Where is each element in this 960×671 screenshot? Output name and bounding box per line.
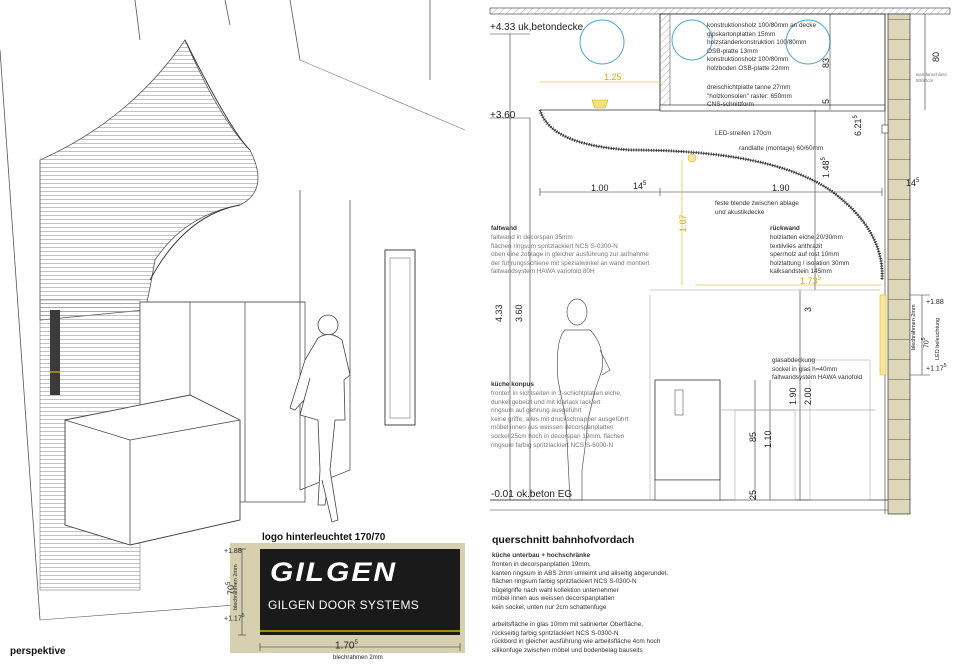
dim-190: 1.90 [772, 183, 790, 193]
notes-bottom-text: fronten in decorspanplatten 19mm, kanten… [492, 561, 669, 654]
frame-vertical-note: blechrahmen 2mm [911, 304, 917, 350]
faltwand-text: faltwand in decorspan 35mm flächen rings… [491, 234, 650, 276]
dim-190v: 1.90 [788, 387, 798, 405]
wall-opening-note: wandanschluss 80/80cm [916, 72, 947, 83]
kitchen-block [654, 379, 721, 481]
section-person [556, 298, 611, 501]
logo-detail-drawing [230, 543, 465, 653]
rueckwand-title: rückwand [770, 225, 800, 232]
perspective-caption: perspektive [10, 646, 66, 657]
dim-5: 5 [821, 98, 831, 104]
glass-notes: glasabdeckung sockel in glas h=40mm falt… [772, 357, 863, 382]
section-title: querschnitt bahnhofvordach [492, 534, 635, 546]
logo-dim-width: 1.705 [335, 640, 358, 652]
blende-note: feste blende zwischen ablage und akustik… [715, 200, 799, 216]
kueche-title: küche konpus [491, 381, 534, 388]
dim-173: 1.735 [800, 276, 821, 286]
dim-621: 6.215 [853, 115, 863, 136]
faltwand-title: faltwand [491, 225, 517, 232]
dim-125: 1.25 [604, 72, 622, 82]
section-drawing [489, 7, 951, 515]
curved-ceiling [39, 39, 259, 321]
ceiling-notes: konstruktionsholz 100/80mm an decke gips… [707, 22, 817, 72]
dim-148: 1.485 [821, 157, 831, 178]
dim-83: 83 [821, 57, 831, 68]
logo-dim-top: +1.88 [224, 548, 242, 555]
randlatte-note: randlatte (montage) 60/60mm [739, 145, 824, 152]
logo-dim-height-note: blechrahmen 2mm [233, 564, 239, 610]
dim-25: 25 [748, 489, 758, 500]
level-bottom: -0.01 ok.beton EG [491, 489, 573, 500]
dim-200: 2.00 [803, 387, 813, 405]
logo-title: logo hinterleuchtet 170/70 [262, 532, 386, 543]
perspective-drawing [0, 0, 466, 621]
dim-360: 3.60 [514, 304, 524, 322]
level-top: +4.33 uk,betondecke [490, 22, 584, 33]
logo-brand-mark: GILGEN [270, 557, 398, 588]
dim-14b: 145 [906, 178, 920, 188]
dim-r188: +1.88 [926, 299, 944, 306]
logo-dim-width-note: blechrahmen 2mm [333, 655, 383, 661]
person-figure [289, 314, 351, 523]
logo-brand-text: GILGEN DOOR SYSTEMS [268, 598, 420, 612]
dim-3: 3 [803, 306, 813, 312]
counter [64, 394, 241, 546]
logo-panel [260, 549, 460, 635]
dim-r70: 705 [921, 337, 931, 348]
brick-wall [887, 13, 911, 515]
dim-r117: +1.175 [926, 363, 947, 373]
dim-85: 85 [748, 431, 758, 442]
dim-14a: 145 [633, 181, 647, 191]
rueckwand-text: holzlatten eiche 20/30mm textilvlies ant… [770, 234, 850, 276]
led-vertical-note: LED beleuchtung [935, 317, 941, 360]
dim-110: 1.10 [763, 430, 773, 448]
dim-433: 4.33 [494, 304, 504, 322]
dim-80: 80 [931, 51, 941, 62]
plate-notes: dreischichtplatte tanne 27mm "holzkonsol… [707, 84, 792, 109]
level-mid: +3.60 [490, 110, 516, 121]
dim-107: 1.07 [678, 214, 688, 232]
dark-panel [50, 310, 60, 395]
logo-dim-bottom: +1.175 [224, 613, 245, 623]
led-note: LED-streifen 170cm [715, 130, 772, 137]
kueche-text: fronten in sichtseiten in 3-schichtplatt… [491, 390, 629, 449]
dim-100: 1.00 [591, 183, 609, 193]
notes-bottom-title: küche unterbau + hochschränke [492, 552, 591, 559]
